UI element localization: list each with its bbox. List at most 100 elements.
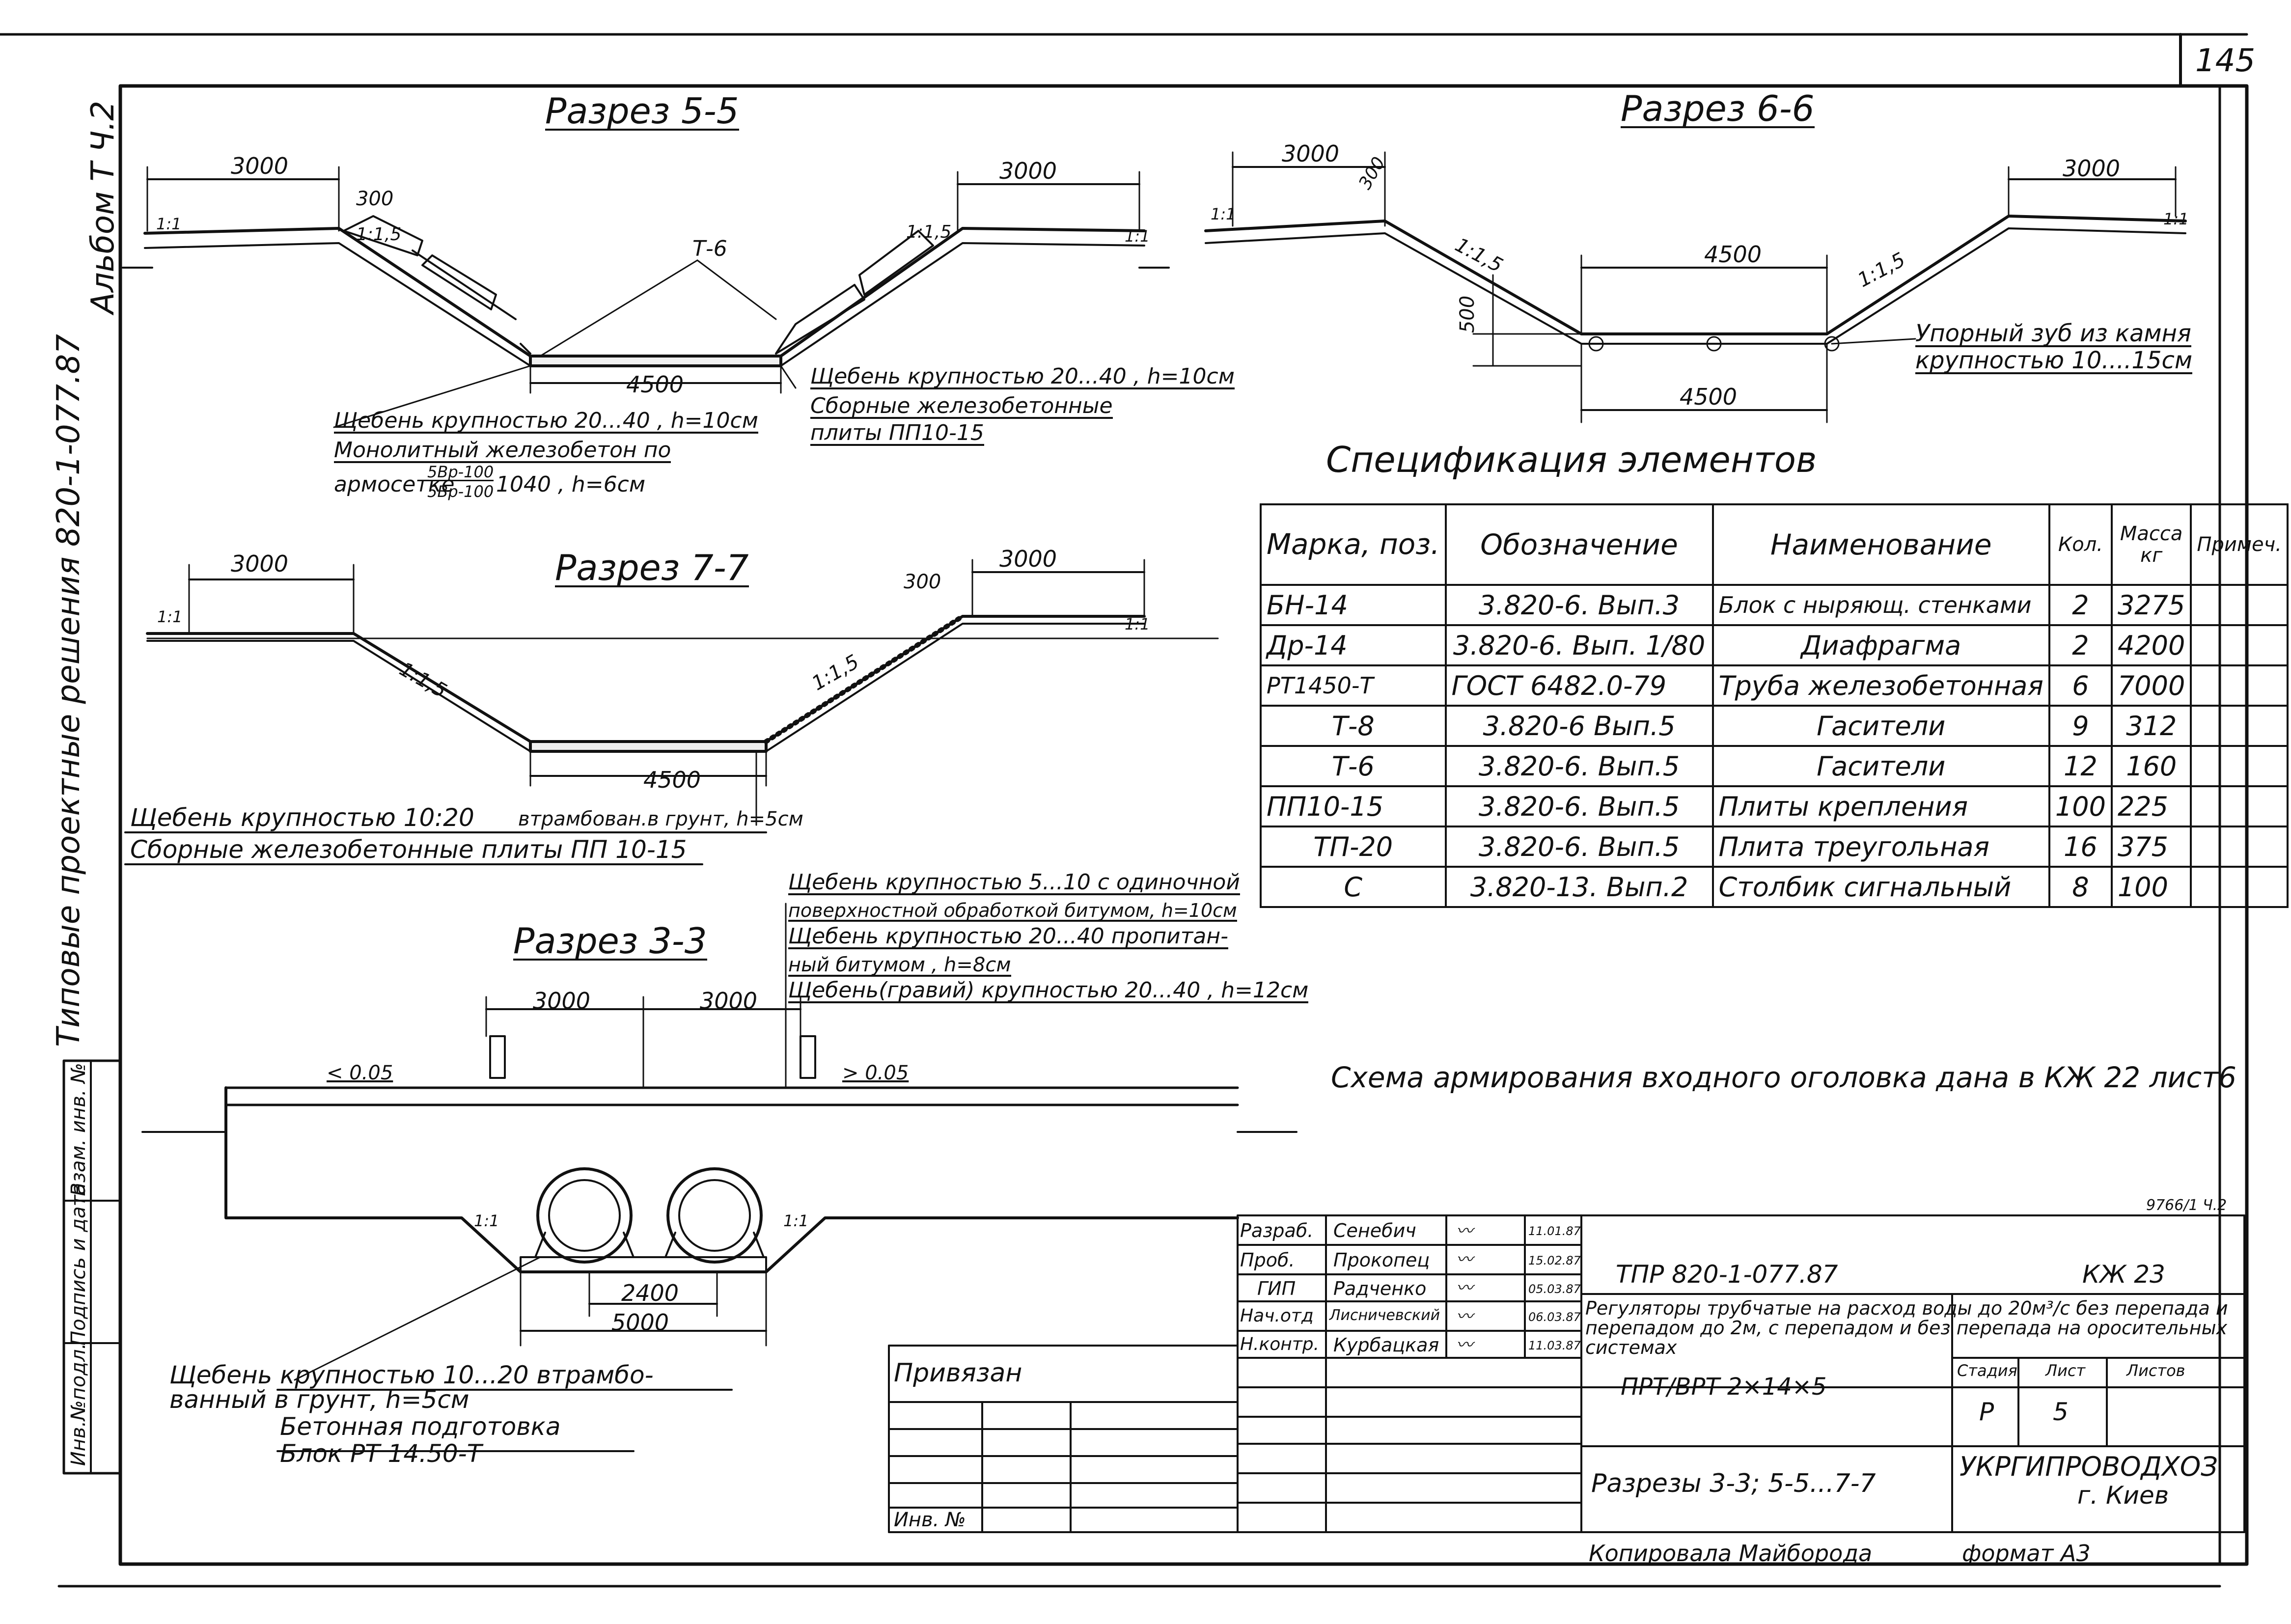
spec-cell: С (1260, 866, 1447, 908)
dim-3-3-left: 3000 (533, 988, 591, 1014)
note-3-3-top-4: ный битумом , h=8см (788, 954, 1011, 977)
spec-cell (2190, 866, 2289, 908)
spec-cell: ТП-20 (1260, 826, 1447, 868)
spec-header-mass: Масса кг (2110, 503, 2192, 586)
stamp-role-2: Проб. (1240, 1249, 1295, 1271)
spec-cell: 3.820-6. Вып.5 (1444, 745, 1714, 787)
slope-5-5-left: 1:1,5 (356, 224, 402, 245)
note-5-5-right-1: Щебень крупностью 20...40 , h=10см (810, 364, 1235, 389)
spec-header-name: Наименование (1711, 503, 2050, 586)
spec-cell: БН-14 (1260, 584, 1447, 626)
stamp-date-1: 11.01.87 (1528, 1224, 1581, 1238)
stamp-date-3: 05.03.87 (1528, 1282, 1581, 1296)
section-6-6-geometry (1204, 151, 2187, 423)
spec-cell: 3.820-6. Вып.5 (1444, 785, 1714, 827)
spec-row: ПП10-15 3.820-6. Вып.5 Плиты крепления 1… (1260, 785, 2289, 827)
dim-7-7-bottom: 4500 (643, 767, 701, 793)
section-3-3-title: Разрез 3-3 (513, 920, 707, 962)
spec-cell: 160 (2110, 745, 2192, 787)
stamp-description: Регуляторы трубчатые на расход воды до 2… (1585, 1297, 2228, 1358)
spec-cell (2190, 584, 2289, 626)
spec-cell: 16 (2048, 826, 2113, 868)
spec-cell: Т-6 (1260, 745, 1447, 787)
section-3-3-geometry (141, 903, 1297, 1452)
spec-cell: 7000 (2110, 664, 2192, 707)
note-3-3-top-5: Щебень(гравий) крупностью 20...40 , h=12… (788, 978, 1309, 1003)
stamp-signature-4: 〰 (1456, 1307, 1473, 1326)
note-5-5-right-2: Сборные железобетонные (810, 393, 1113, 419)
slope-3-3-edge-left: 1:1 (474, 1211, 499, 1230)
dim-5-5-bottom: 4500 (626, 371, 684, 398)
dim-6-6-height: 500 (1456, 295, 1479, 333)
spec-cell: 100 (2110, 866, 2192, 908)
note-3-3-bottom-4: Блок РТ 14.50-Т (280, 1439, 482, 1468)
spec-cell: 12 (2048, 745, 2113, 787)
note-5-5-right-3: плиты ПП10-15 (810, 420, 984, 446)
stamp-date-4: 06.03.87 (1528, 1310, 1581, 1324)
spec-cell: Гасители (1711, 705, 2050, 747)
stamp-sheet-no: 5 (2053, 1398, 2069, 1426)
note-5-5-left-2: Монолитный железобетон по (334, 438, 671, 463)
spec-cell: Плиты крепления (1711, 785, 2050, 827)
note-3-3-bottom-2: ванный в грунт, h=5см (169, 1385, 469, 1414)
spec-row: РТ1450-Т ГОСТ 6482.0-79 Труба железобето… (1260, 664, 2289, 707)
note-5-5-left-3-suffix: 1040 , h=6см (496, 472, 646, 497)
spec-cell: 3.820-6. Вып.5 (1444, 826, 1714, 868)
spec-title: Спецификация элементов (1326, 439, 1817, 480)
stamp-role-3: ГИП (1257, 1278, 1296, 1299)
small-code: 9766/1 Ч.2 (2146, 1197, 2227, 1214)
spec-header-mark: Марка, поз. (1260, 503, 1447, 586)
stamp-sheet-label: Лист (2045, 1361, 2086, 1380)
stamp-stage-label: Стадия (1957, 1361, 2017, 1380)
dim-6-6-top: 4500 (1704, 241, 1762, 268)
note-3-3-top-1: Щебень крупностью 5...10 с одиночной (788, 870, 1240, 895)
spec-cell: 225 (2110, 785, 2192, 827)
slope-7-7-edge-right: 1:1 (1125, 615, 1150, 633)
spec-cell: Столбик сигнальный (1711, 866, 2050, 908)
section-7-7-title: Разрез 7-7 (555, 547, 749, 588)
stamp-role-4: Нач.отд (1240, 1306, 1314, 1326)
slope-3-3-right: > 0.05 (842, 1062, 909, 1084)
spec-header-row: Марка, поз. Обозначение Наименование Кол… (1260, 503, 2289, 586)
stamp-signature-1: 〰 (1456, 1221, 1473, 1241)
spec-row: С 3.820-13. Вып.2 Столбик сигнальный 8 1… (1260, 866, 2289, 908)
stamp-name-1: Сенебич (1333, 1220, 1416, 1241)
stamp-sheet-code: КЖ 23 (2082, 1260, 2165, 1289)
dim-6-6-left: 3000 (1282, 140, 1340, 167)
slope-5-5-right: 1:1,5 (906, 222, 952, 242)
dim-7-7-right: 3000 (999, 546, 1057, 572)
scheme-note: Схема армирования входного оголовка дана… (1331, 1061, 2236, 1094)
note-6-6-2: крупностью 10....15см (1915, 347, 2193, 374)
spec-cell: 3.820-13. Вып.2 (1444, 866, 1714, 908)
spec-cell: 312 (2110, 705, 2192, 747)
note-5-5-left-3-den: 5Вр-100 (427, 482, 494, 501)
slope-3-3-left: < 0.05 (327, 1062, 393, 1084)
stamp-date-2: 15.02.87 (1528, 1254, 1581, 1267)
dim-7-7-offset: 300 (904, 571, 941, 593)
section-6-6-title: Разрез 6-6 (1621, 88, 1815, 129)
spec-row: Т-8 3.820-6 Вып.5 Гасители 9 312 (1260, 705, 2289, 747)
spec-row: Т-6 3.820-6. Вып.5 Гасители 12 160 (1260, 745, 2289, 787)
spec-cell (2190, 624, 2289, 666)
spec-cell: 3.820-6. Вып.3 (1444, 584, 1714, 626)
note-5-5-left-3-prefix: армосетке (334, 472, 455, 497)
title-block-lines (888, 1214, 2245, 1533)
callout-t6: Т-6 (692, 236, 727, 261)
note-7-7-1a: Щебень крупностью 10:20 (130, 803, 474, 832)
stamp-date-5: 11.03.87 (1528, 1339, 1581, 1352)
slope-5-5-edge-left: 1:1 (156, 215, 182, 233)
slope-6-6-edge-right: 1:1 (2163, 210, 2189, 228)
slope-6-6-edge-left: 1:1 (1211, 205, 1236, 223)
spec-cell: Диафрагма (1711, 624, 2050, 666)
dim-5-5-offset: 300 (356, 188, 394, 210)
stamp-name-2: Прокопец (1333, 1249, 1430, 1271)
spec-header-designation: Обозначение (1444, 503, 1714, 586)
side-label-signature: Подпись и дата (67, 1183, 90, 1346)
stamp-name-5: Курбацкая (1333, 1334, 1439, 1356)
spec-cell: 100 (2048, 785, 2113, 827)
stamp-role-1: Разраб. (1240, 1220, 1314, 1241)
dim-6-6-bottom: 4500 (1680, 384, 1738, 410)
stamp-inv-label: Инв. № (894, 1509, 966, 1531)
stamp-name-4: Лисничевский (1329, 1307, 1440, 1324)
